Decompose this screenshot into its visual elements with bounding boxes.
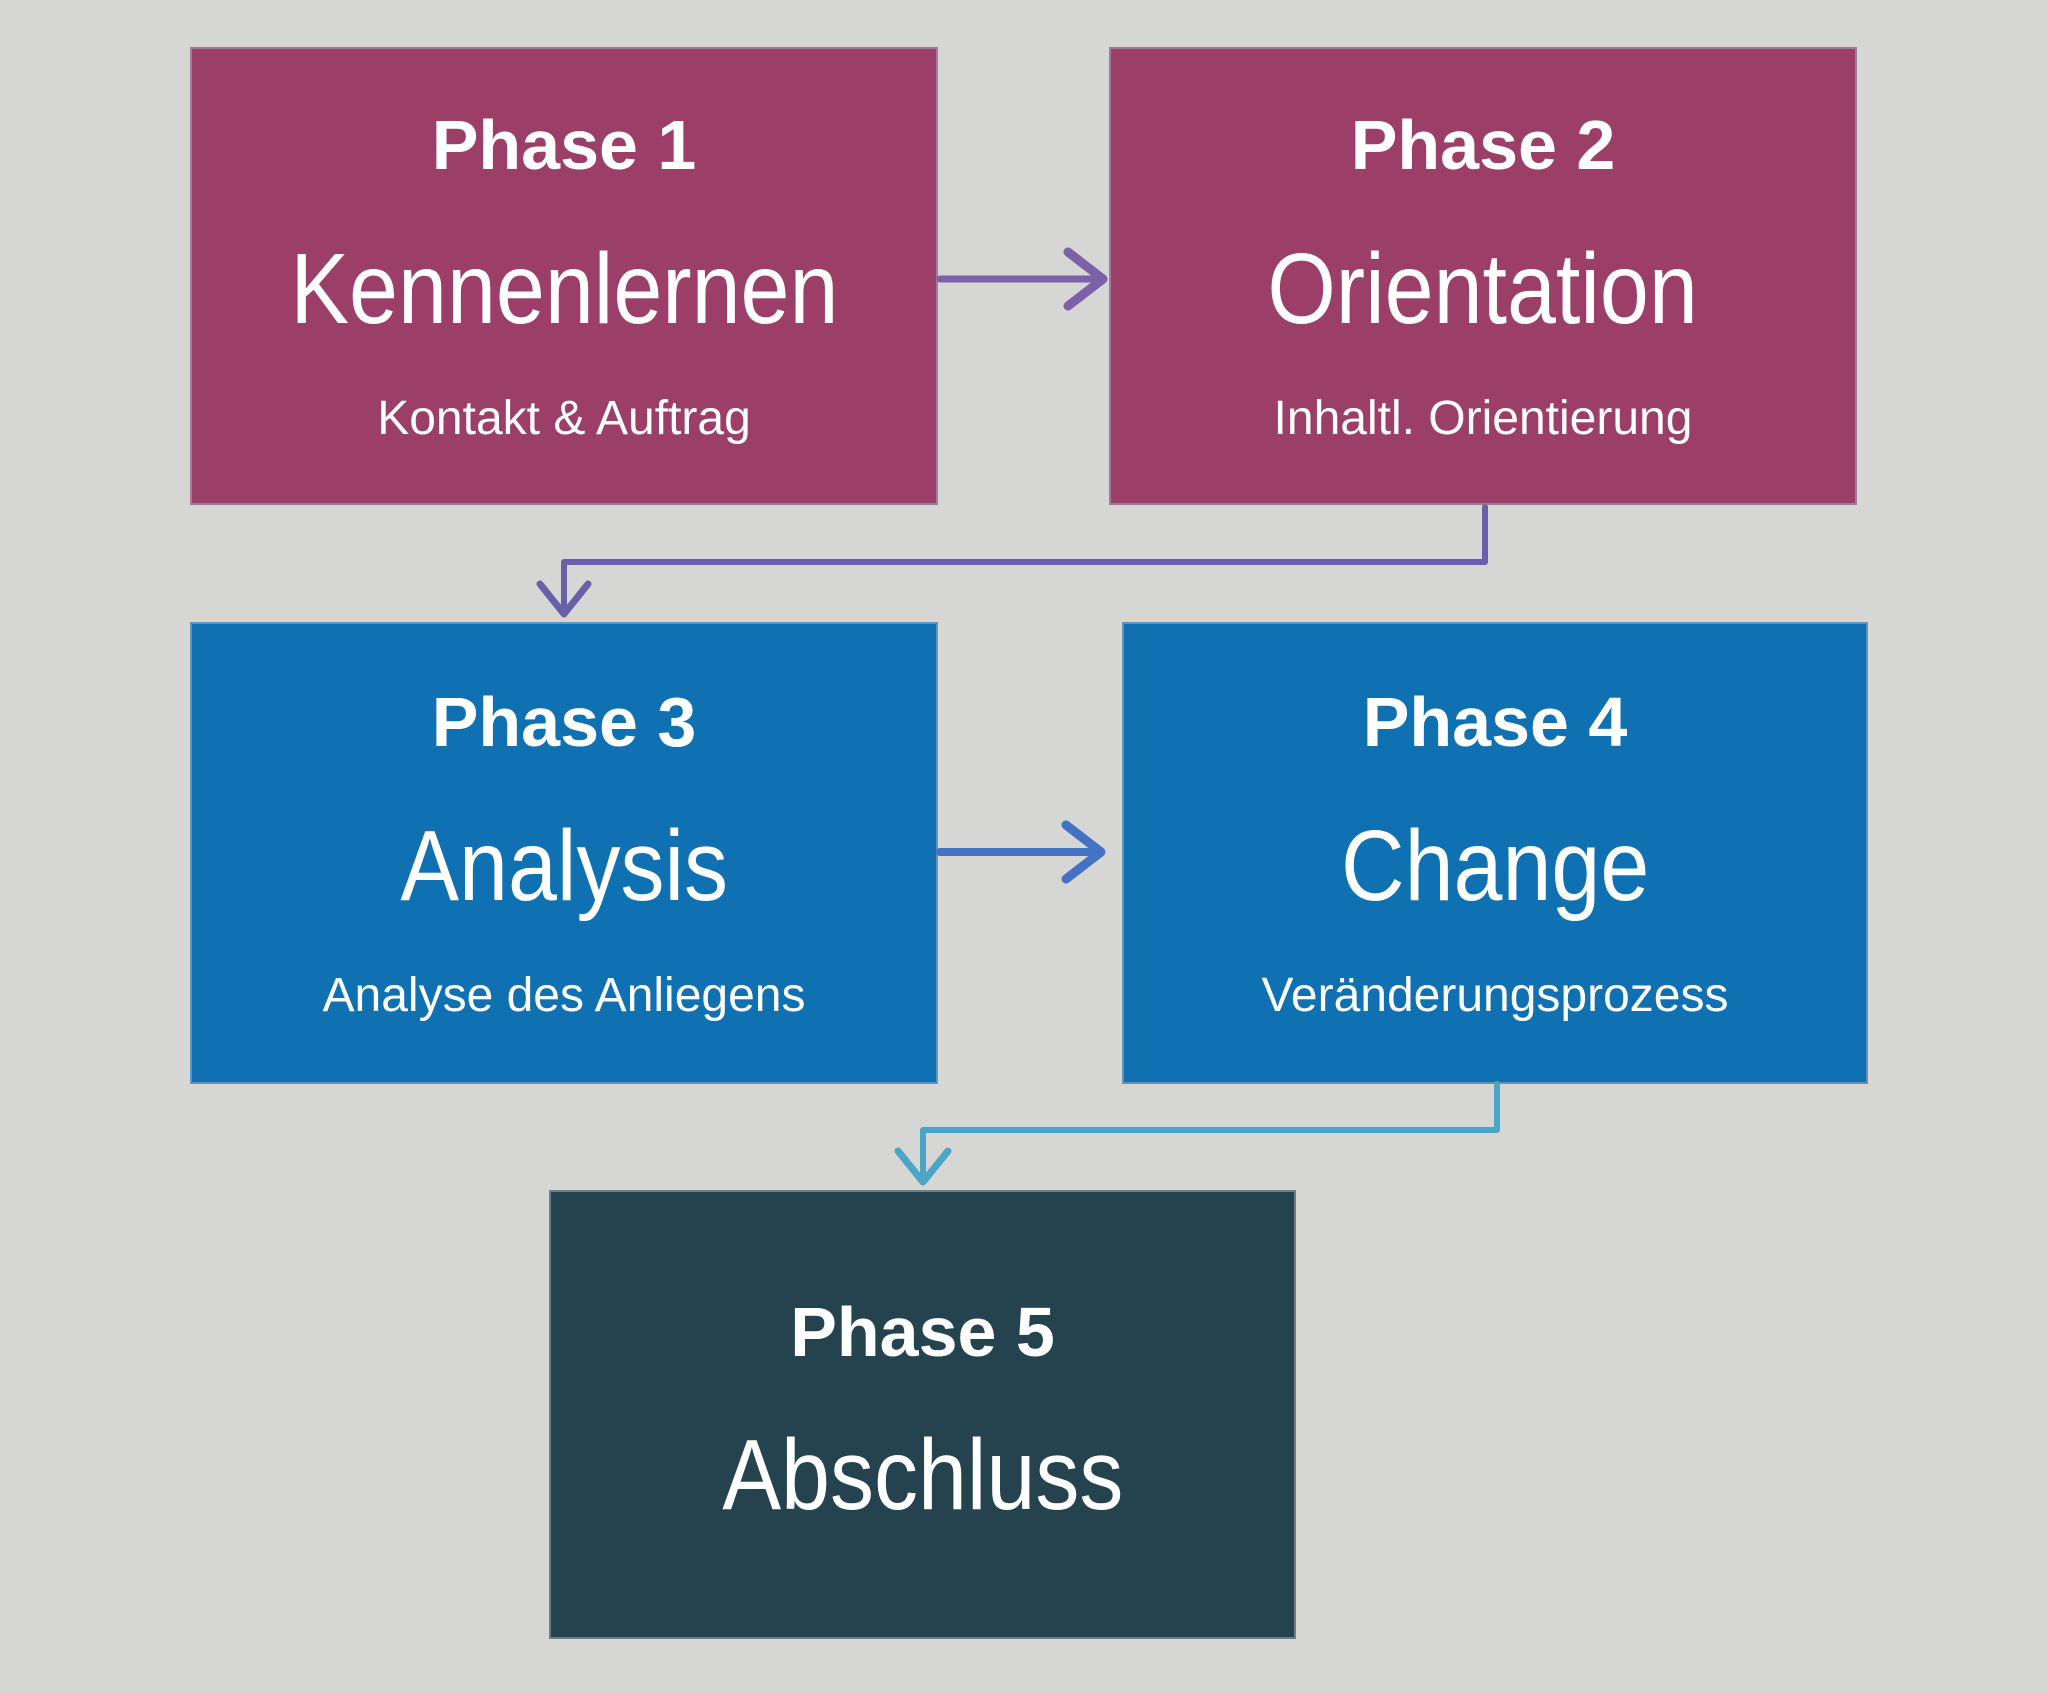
elbow-line bbox=[920, 1081, 1500, 1181]
arrow-phase2-to-phase3 bbox=[536, 504, 1488, 618]
phase-5-name: Abschluss bbox=[721, 1419, 1124, 1532]
arrow-phase4-to-phase5 bbox=[894, 1081, 1500, 1186]
phase-2-box: Phase 2 Orientation Inhaltl. Orientierun… bbox=[1109, 47, 1857, 505]
phase-3-name: Analysis bbox=[400, 809, 728, 922]
arrow-head-icon bbox=[536, 580, 592, 618]
phase-3-title: Phase 3 bbox=[431, 683, 697, 762]
arrow-head-icon bbox=[1063, 247, 1108, 311]
phase-3-subtitle: Analyse des Anliegens bbox=[322, 968, 806, 1022]
phase-3-box: Phase 3 Analysis Analyse des Anliegens bbox=[190, 622, 938, 1084]
phase-5-box: Phase 5 Abschluss bbox=[549, 1190, 1296, 1639]
phase-1-name: Kennenlernen bbox=[289, 232, 839, 345]
arrow-phase3-to-phase4 bbox=[936, 820, 1106, 884]
phase-1-subtitle: Kontakt & Auftrag bbox=[377, 391, 751, 445]
phase-2-subtitle: Inhaltl. Orientierung bbox=[1273, 391, 1693, 445]
elbow-line bbox=[561, 504, 1488, 613]
phase-1-title: Phase 1 bbox=[431, 106, 697, 185]
phase-4-title: Phase 4 bbox=[1362, 683, 1628, 762]
phase-5-title: Phase 5 bbox=[790, 1292, 1055, 1371]
phase-4-name: Change bbox=[1340, 809, 1650, 922]
phase-1-box: Phase 1 Kennenlernen Kontakt & Auftrag bbox=[190, 47, 938, 505]
arrow-phase1-to-phase2 bbox=[936, 247, 1108, 311]
phase-4-box: Phase 4 Change Veränderungsprozess bbox=[1122, 622, 1868, 1084]
arrow-head-icon bbox=[894, 1147, 952, 1186]
phase-2-name: Orientation bbox=[1267, 232, 1699, 345]
phase-2-title: Phase 2 bbox=[1350, 106, 1616, 185]
arrow-head-icon bbox=[1061, 820, 1106, 884]
phase-4-subtitle: Veränderungsprozess bbox=[1261, 968, 1729, 1022]
